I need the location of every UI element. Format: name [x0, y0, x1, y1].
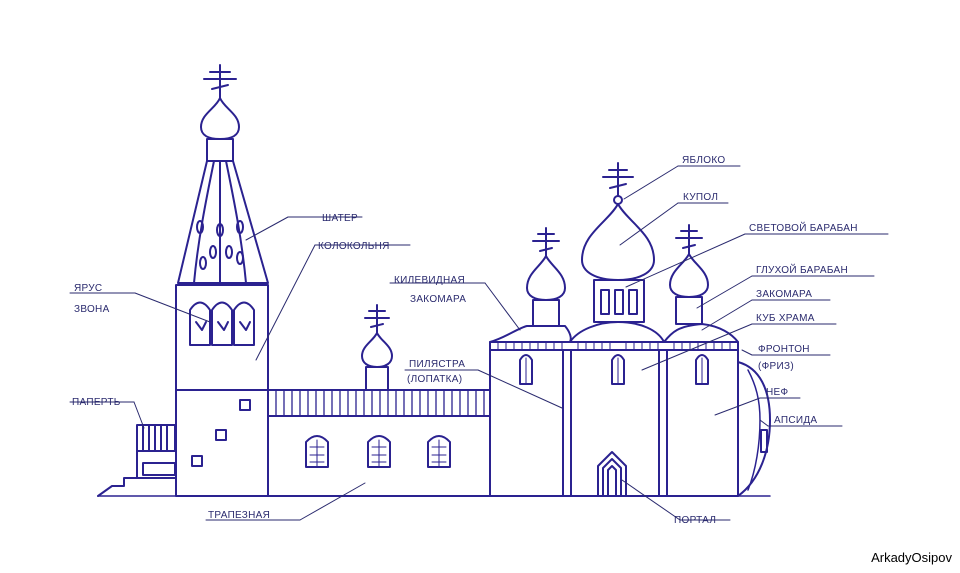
label-yabloko: ЯБЛОКО [682, 155, 725, 166]
central-cross [602, 162, 634, 197]
labels: ШАТЕР КОЛОКОЛЬНЯ ЯРУС ЗВОНА ПАПЕРТЬ ТРАП… [72, 155, 858, 526]
apple [613, 195, 623, 205]
label-fronton: ФРОНТОН [758, 344, 810, 355]
refectory-cross [364, 304, 390, 334]
central-dome [581, 203, 655, 281]
refectory-windows [305, 435, 451, 468]
label-lopatka: (ЛОПАТКА) [407, 374, 462, 385]
right-dome [669, 253, 709, 298]
label-trapeznaya: ТРАПЕЗНАЯ [208, 510, 270, 521]
left-dome [526, 255, 566, 301]
refectory [267, 304, 491, 497]
label-kolokolnya: КОЛОКОЛЬНЯ [318, 241, 390, 252]
apse [737, 361, 771, 497]
label-pilyastra: ПИЛЯСТРА [409, 359, 465, 370]
label-glukhoy-baraban: ГЛУХОЙ БАРАБАН [756, 263, 848, 276]
main-church [97, 162, 771, 497]
label-friz: (ФРИЗ) [758, 361, 794, 372]
right-blind-drum [675, 296, 703, 325]
portal [597, 451, 627, 497]
tent-roof [177, 160, 269, 284]
label-nef: НЕФ [766, 387, 788, 398]
label-yarus: ЯРУС [74, 283, 102, 294]
refectory-frieze [267, 389, 491, 417]
label-paperty: ПАПЕРТЬ [72, 397, 121, 408]
pilasters [562, 349, 668, 497]
bell-tower-dome [200, 97, 240, 140]
right-cross [675, 224, 703, 255]
left-blind-drum [532, 299, 560, 327]
label-zakomara: ЗАКОМАРА [756, 289, 812, 300]
label-portal: ПОРТАЛ [674, 515, 716, 526]
label-svetovoy-baraban: СВЕТОВОЙ БАРАБАН [749, 221, 858, 234]
label-kub-khrama: КУБ ХРАМА [756, 313, 815, 324]
refectory-drum [365, 366, 389, 391]
porch [97, 424, 176, 497]
bell-tower-drum [206, 138, 234, 162]
label-zvona: ЗВОНА [74, 304, 110, 315]
bell-tower-base [175, 389, 269, 497]
tent-windows [196, 220, 244, 270]
refectory-dome [361, 332, 393, 368]
frieze [489, 341, 739, 351]
label-kupol: КУПОЛ [683, 192, 718, 203]
belfry-arches [189, 301, 255, 346]
church-cube [489, 349, 739, 497]
leader-lines [69, 165, 889, 521]
label-shater: ШАТЕР [322, 213, 358, 224]
church-windows [519, 354, 709, 385]
label-kilevidnaya: КИЛЕВИДНАЯ [394, 275, 465, 286]
bell-tower [175, 64, 269, 497]
zakomaras [489, 321, 739, 343]
label-zakomara-keel: ЗАКОМАРА [410, 294, 466, 305]
bell-tower-cross [203, 64, 237, 99]
label-apsida: АПСИДА [774, 415, 817, 426]
author-credit: ArkadyOsipov [871, 550, 952, 565]
left-cross [532, 227, 560, 257]
